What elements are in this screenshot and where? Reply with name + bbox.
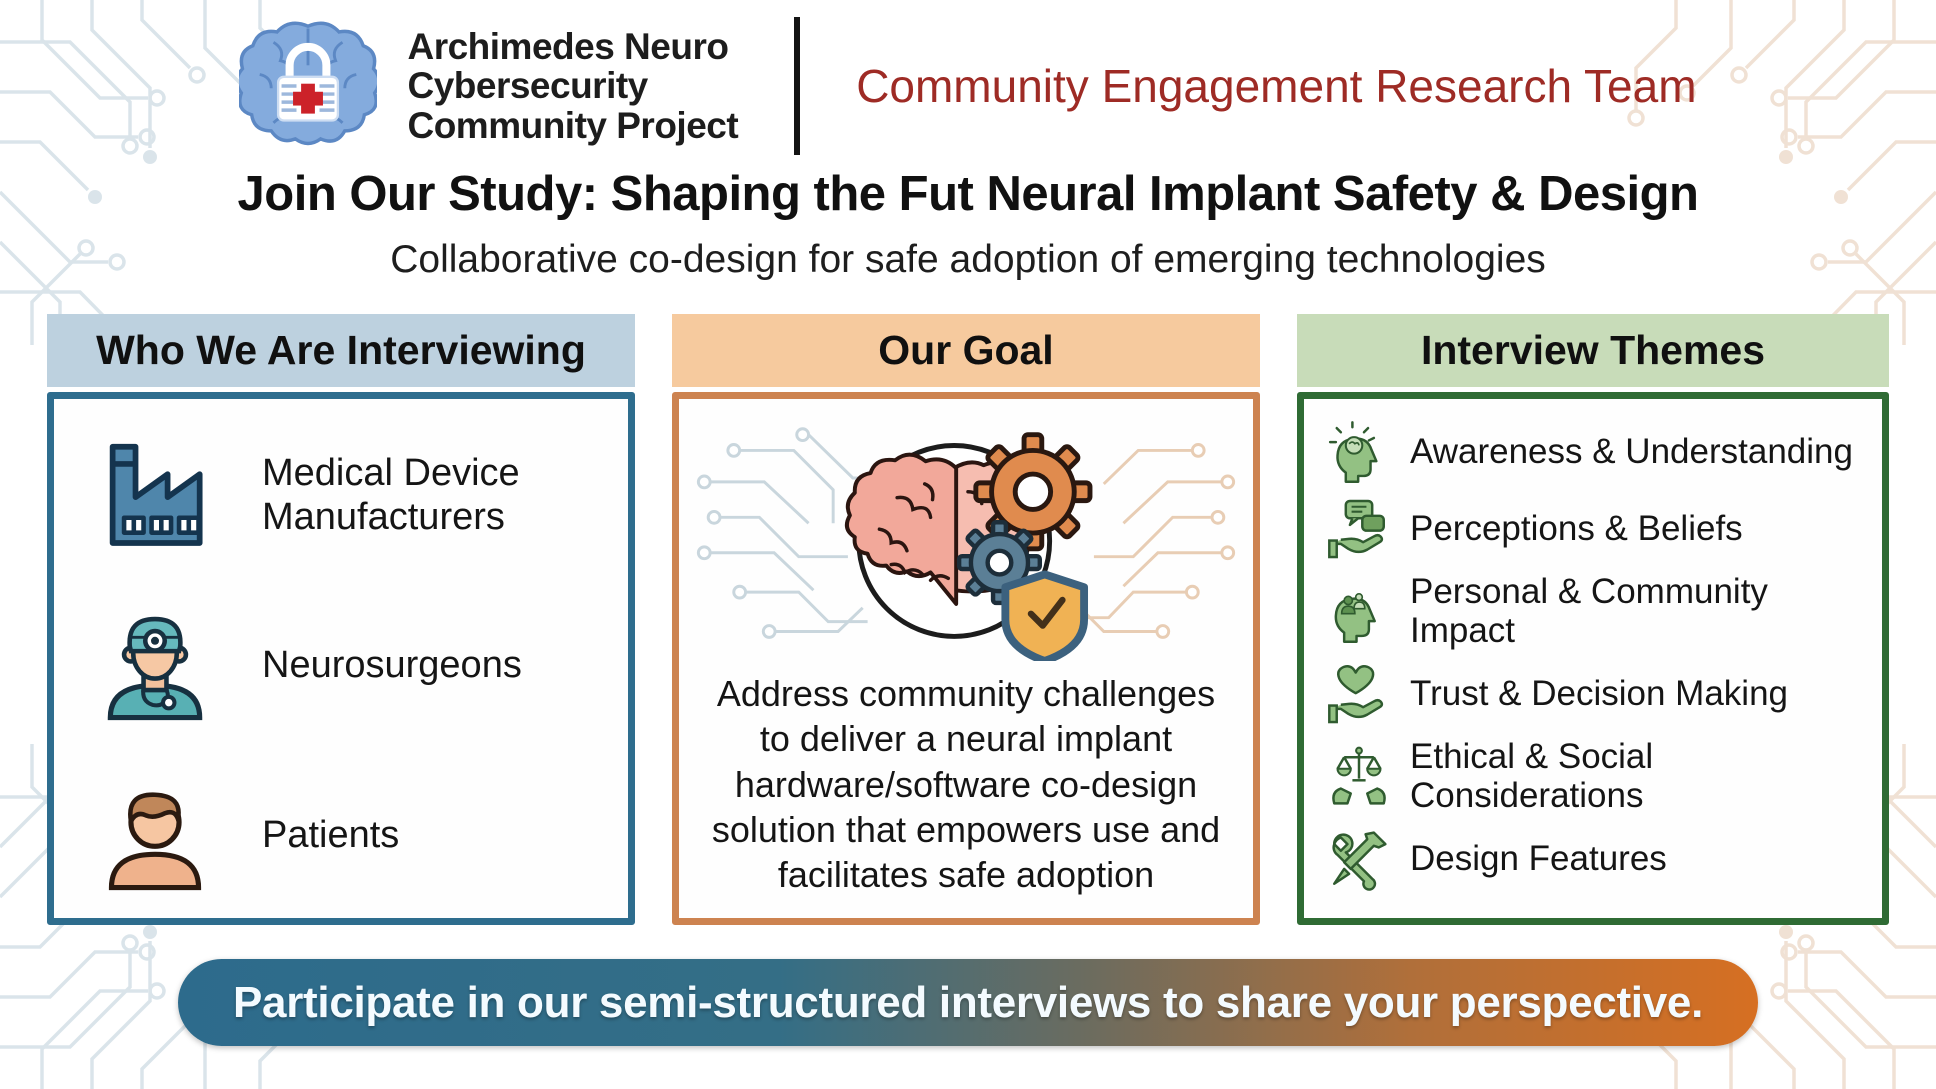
header: Archimedes Neuro Cybersecurity Community… [0,0,1936,160]
list-item: Trust & Decision Making [1326,661,1864,727]
brain-lock-logo-icon [239,21,378,146]
list-item: Design Features [1326,826,1864,892]
who-label: Medical Device Manufacturers [262,452,520,538]
theme-label: Personal & Community Impact [1410,572,1768,650]
logo-wordmark: Archimedes Neuro Cybersecurity Community… [407,27,738,145]
theme-label: Ethical & Social Considerations [1410,737,1654,815]
list-item: Awareness & Understanding [1326,419,1864,485]
flyer: Archimedes Neuro Cybersecurity Community… [0,0,1936,1046]
factory-icon [109,443,203,546]
theme-label: Trust & Decision Making [1410,673,1788,713]
who-header: Who We Are Interviewing [47,314,635,387]
participate-banner: Participate in our semi-structured inter… [178,959,1758,1046]
team-name: Community Engagement Research Team [856,60,1697,112]
theme-label: Awareness & Understanding [1410,431,1853,471]
neurosurgeon-icon [107,616,203,721]
list-item: Neurosurgeons [92,603,594,729]
perceptions-icon [1328,499,1385,559]
column-our-goal: Our Goal [672,314,1260,925]
page-title: Join Our Study: Shaping the Fut Neural I… [237,167,1699,221]
list-item: Perceptions & Beliefs [1326,496,1864,562]
column-interview-themes: Interview Themes Awareness & Understandi… [1297,314,1889,925]
theme-label: Perceptions & Beliefs [1410,508,1743,548]
page-subtitle: Collaborative co-design for safe adoptio… [390,238,1546,281]
goal-header: Our Goal [672,314,1260,387]
logo-line-2: Cybersecurity [407,65,648,107]
themes-header: Interview Themes [1297,314,1889,387]
trust-icon [1328,664,1384,724]
list-item: Ethical & Social Considerations [1326,737,1864,815]
logo-line-3: Community Project [407,104,739,146]
list-item: Patients [92,773,594,899]
banner-text: Participate in our semi-structured inter… [233,977,1703,1027]
header-divider [794,17,801,155]
logo-line-1: Archimedes Neuro [407,26,729,68]
themes-box: Awareness & Understanding Perceptions & … [1297,392,1889,925]
who-label: Patients [262,814,400,857]
theme-label: Design Features [1410,838,1667,878]
patient-icon [108,792,202,891]
column-who-we-are-interviewing: Who We Are Interviewing [47,314,635,925]
community-impact-icon [1334,592,1376,643]
goal-description: Address community challenges to deliver … [711,673,1221,896]
goal-box: Address community challenges to deliver … [672,392,1260,925]
design-icon [1332,831,1387,891]
who-label: Neurosurgeons [262,644,522,687]
brain-gears-shield-icon [696,427,1236,661]
who-box: Medical Device Manufacturers [47,392,635,925]
columns: Who We Are Interviewing [0,314,1936,925]
awareness-icon [1328,421,1378,483]
list-item: Medical Device Manufacturers [92,433,594,559]
ethics-icon [1332,746,1386,805]
list-item: Personal & Community Impact [1326,572,1864,650]
